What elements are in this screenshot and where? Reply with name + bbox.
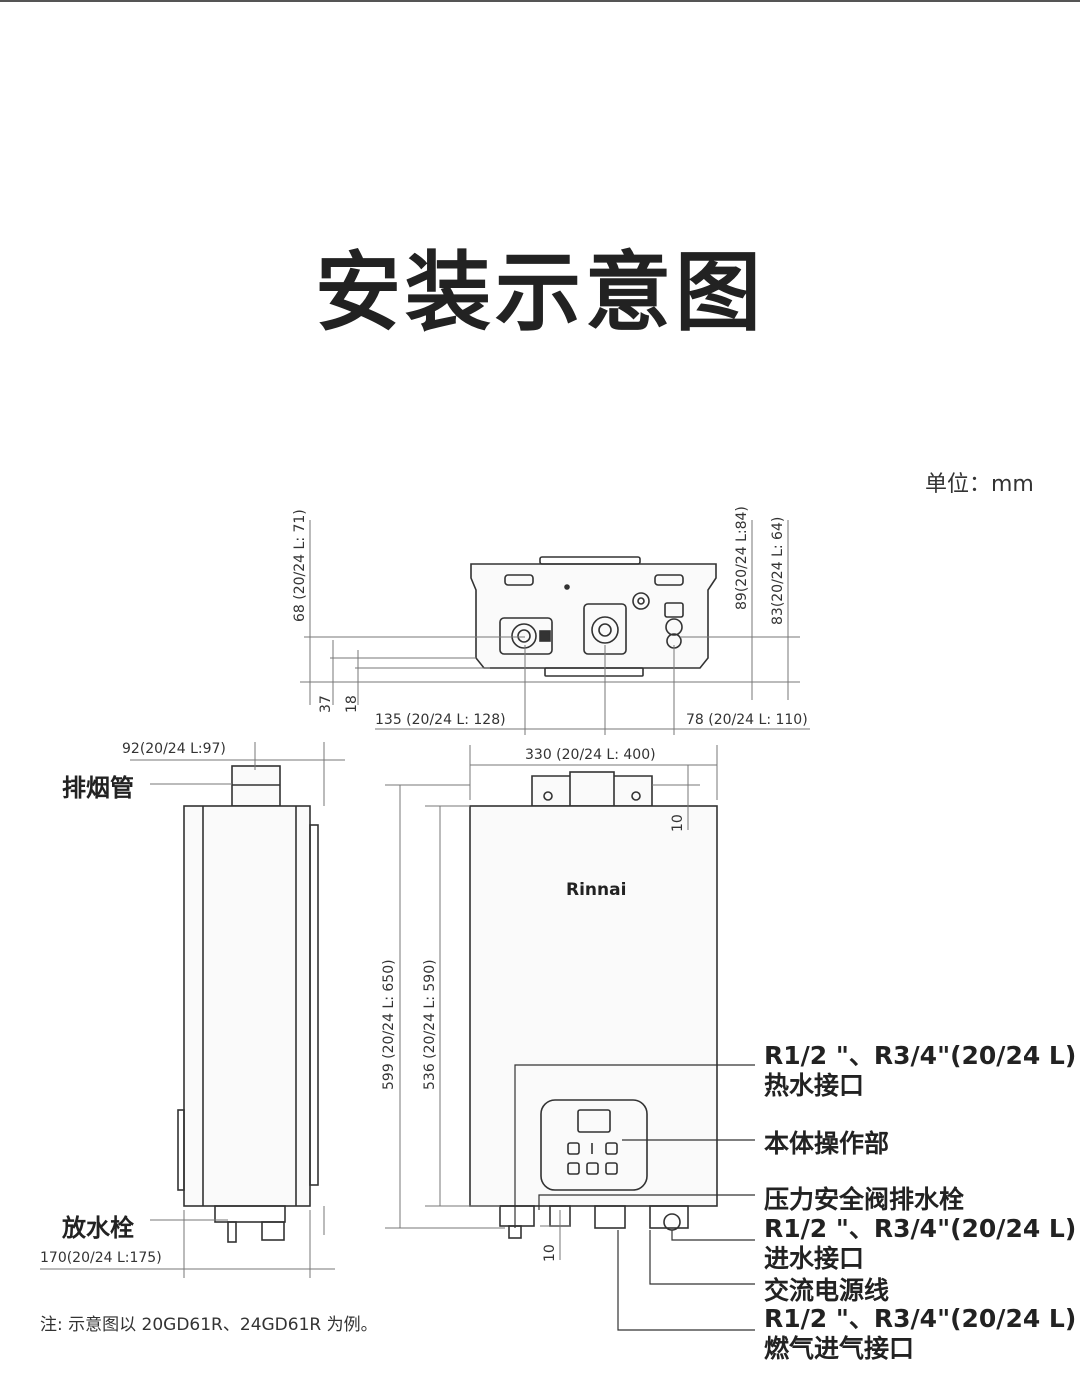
callout-gas-name: 燃气进气接口 (764, 1334, 915, 1363)
callout-inlet-spec: R1/2 "、R3/4"(20/24 L) (764, 1214, 1077, 1243)
callout-leaders (514, 1064, 755, 1331)
dim-83: 83(20/24 L: 64) (770, 517, 786, 625)
page-title: 安装示意图 (315, 243, 765, 343)
unit-label: 单位：mm (925, 472, 1034, 497)
dim-170: 170(20/24 L:175) (40, 1250, 162, 1266)
callout-hot-water-spec: R1/2 "、R3/4"(20/24 L) (764, 1041, 1077, 1070)
brand-logo: Rinnai (566, 880, 626, 900)
callout-hot-water-name: 热水接口 (764, 1071, 865, 1100)
callout-control-panel: 本体操作部 (764, 1129, 890, 1158)
label-exhaust-pipe: 排烟管 (62, 774, 134, 802)
label-drain-plug: 放水栓 (62, 1214, 134, 1242)
dim-10-bottom: 10 (542, 1244, 558, 1262)
dim-330: 330 (20/24 L: 400) (525, 747, 656, 763)
callout-power-cord: 交流电源线 (764, 1276, 890, 1305)
side-view (177, 765, 319, 1243)
dim-78: 78 (20/24 L: 110) (686, 712, 808, 728)
callout-pressure-valve: 压力安全阀排水栓 (764, 1185, 965, 1214)
dim-599: 599 (20/24 L: 650) (381, 959, 397, 1090)
footnote: 注: 示意图以 20GD61R、24GD61R 为例。 (40, 1315, 378, 1335)
front-view (469, 771, 718, 1239)
bottom-view (470, 556, 717, 677)
dim-10-top: 10 (670, 814, 686, 832)
callout-gas-spec: R1/2 "、R3/4"(20/24 L) (764, 1304, 1077, 1333)
dim-135: 135 (20/24 L: 128) (375, 712, 506, 728)
dim-536: 536 (20/24 L: 590) (422, 959, 438, 1090)
callout-inlet-name: 进水接口 (764, 1244, 865, 1273)
dim-89: 89(20/24 L:84) (734, 506, 750, 610)
dim-18: 18 (344, 695, 360, 713)
side-view-dimensions (40, 742, 345, 1278)
dim-92: 92(20/24 L:97) (122, 741, 226, 757)
dim-68: 68 (20/24 L: 71) (292, 509, 308, 622)
top-border-line (0, 0, 1080, 2)
dim-37: 37 (318, 695, 334, 713)
front-view-dimensions (385, 765, 700, 1260)
bottom-view-dimensions (300, 520, 810, 800)
